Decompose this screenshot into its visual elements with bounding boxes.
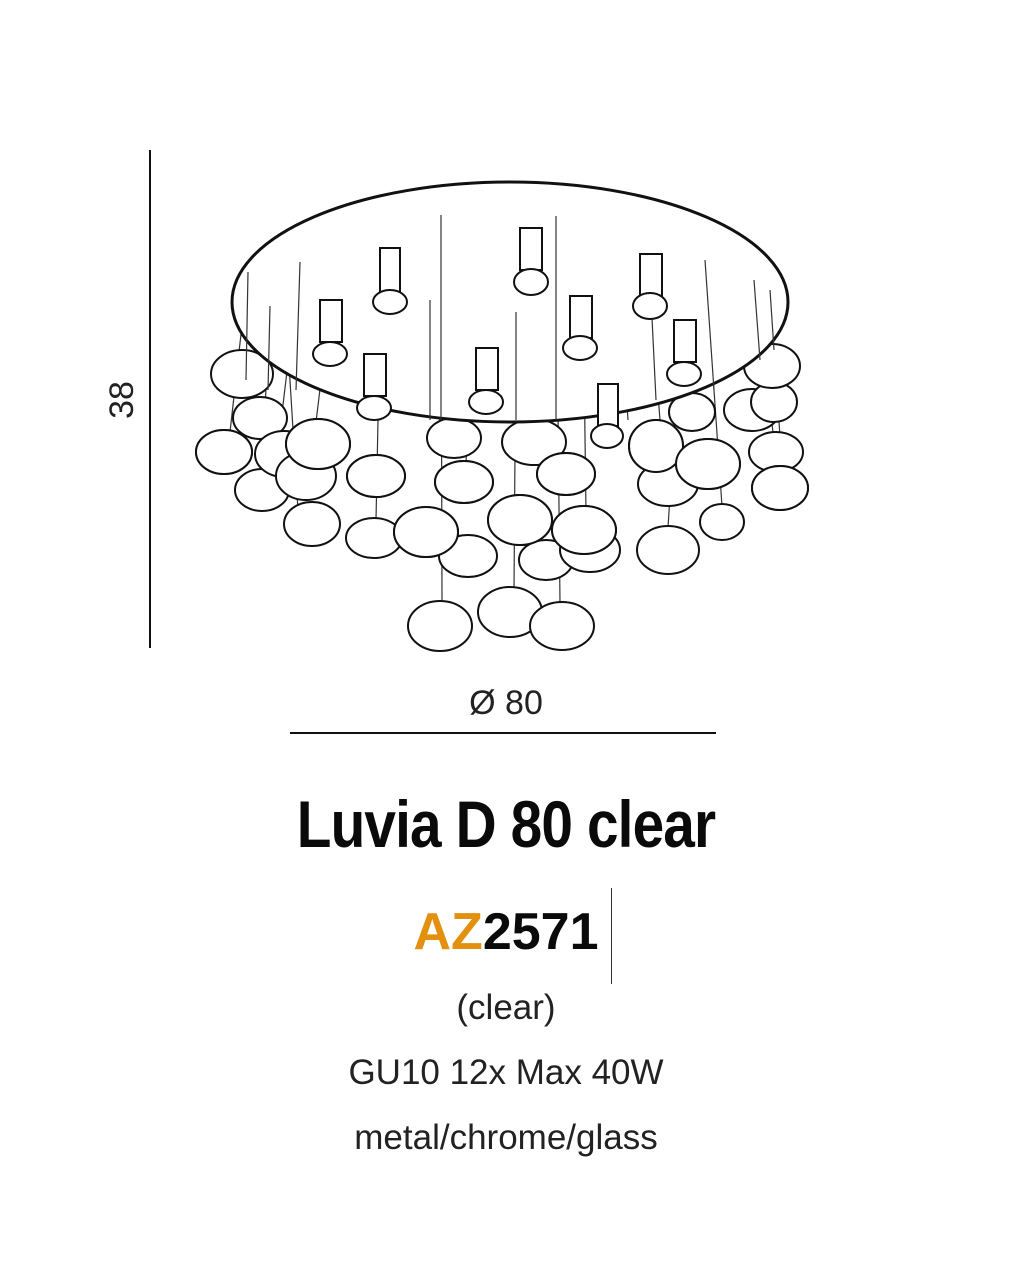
height-dimension-label: 38: [103, 381, 141, 419]
spotlight: [468, 347, 504, 415]
diameter-dimension-label: Ø 80: [469, 684, 543, 722]
color-note: (clear): [456, 988, 556, 1027]
spotlight: [312, 299, 348, 367]
lamp-technical-drawing: [149, 150, 809, 734]
ceiling-plate: [230, 180, 790, 424]
spotlight: [666, 319, 702, 387]
spotlight: [590, 383, 624, 449]
spotlight: [632, 253, 668, 320]
code-divider: [611, 888, 612, 984]
bulb-spec: GU10 12x Max 40W: [348, 1053, 664, 1092]
plate-wires: [245, 215, 775, 420]
product-code: AZ2571: [0, 906, 1012, 958]
spotlight: [562, 295, 598, 361]
spotlight: [372, 247, 408, 315]
spotlight-cylinders: [312, 227, 702, 449]
product-title: Luvia D 80 clear: [296, 787, 716, 861]
spotlight: [356, 353, 392, 421]
product-code-number: 2571: [482, 903, 599, 961]
material-spec: metal/chrome/glass: [354, 1118, 658, 1157]
front-spheres: [195, 418, 809, 558]
spotlight: [513, 227, 549, 296]
product-code-prefix: AZ: [413, 903, 483, 961]
